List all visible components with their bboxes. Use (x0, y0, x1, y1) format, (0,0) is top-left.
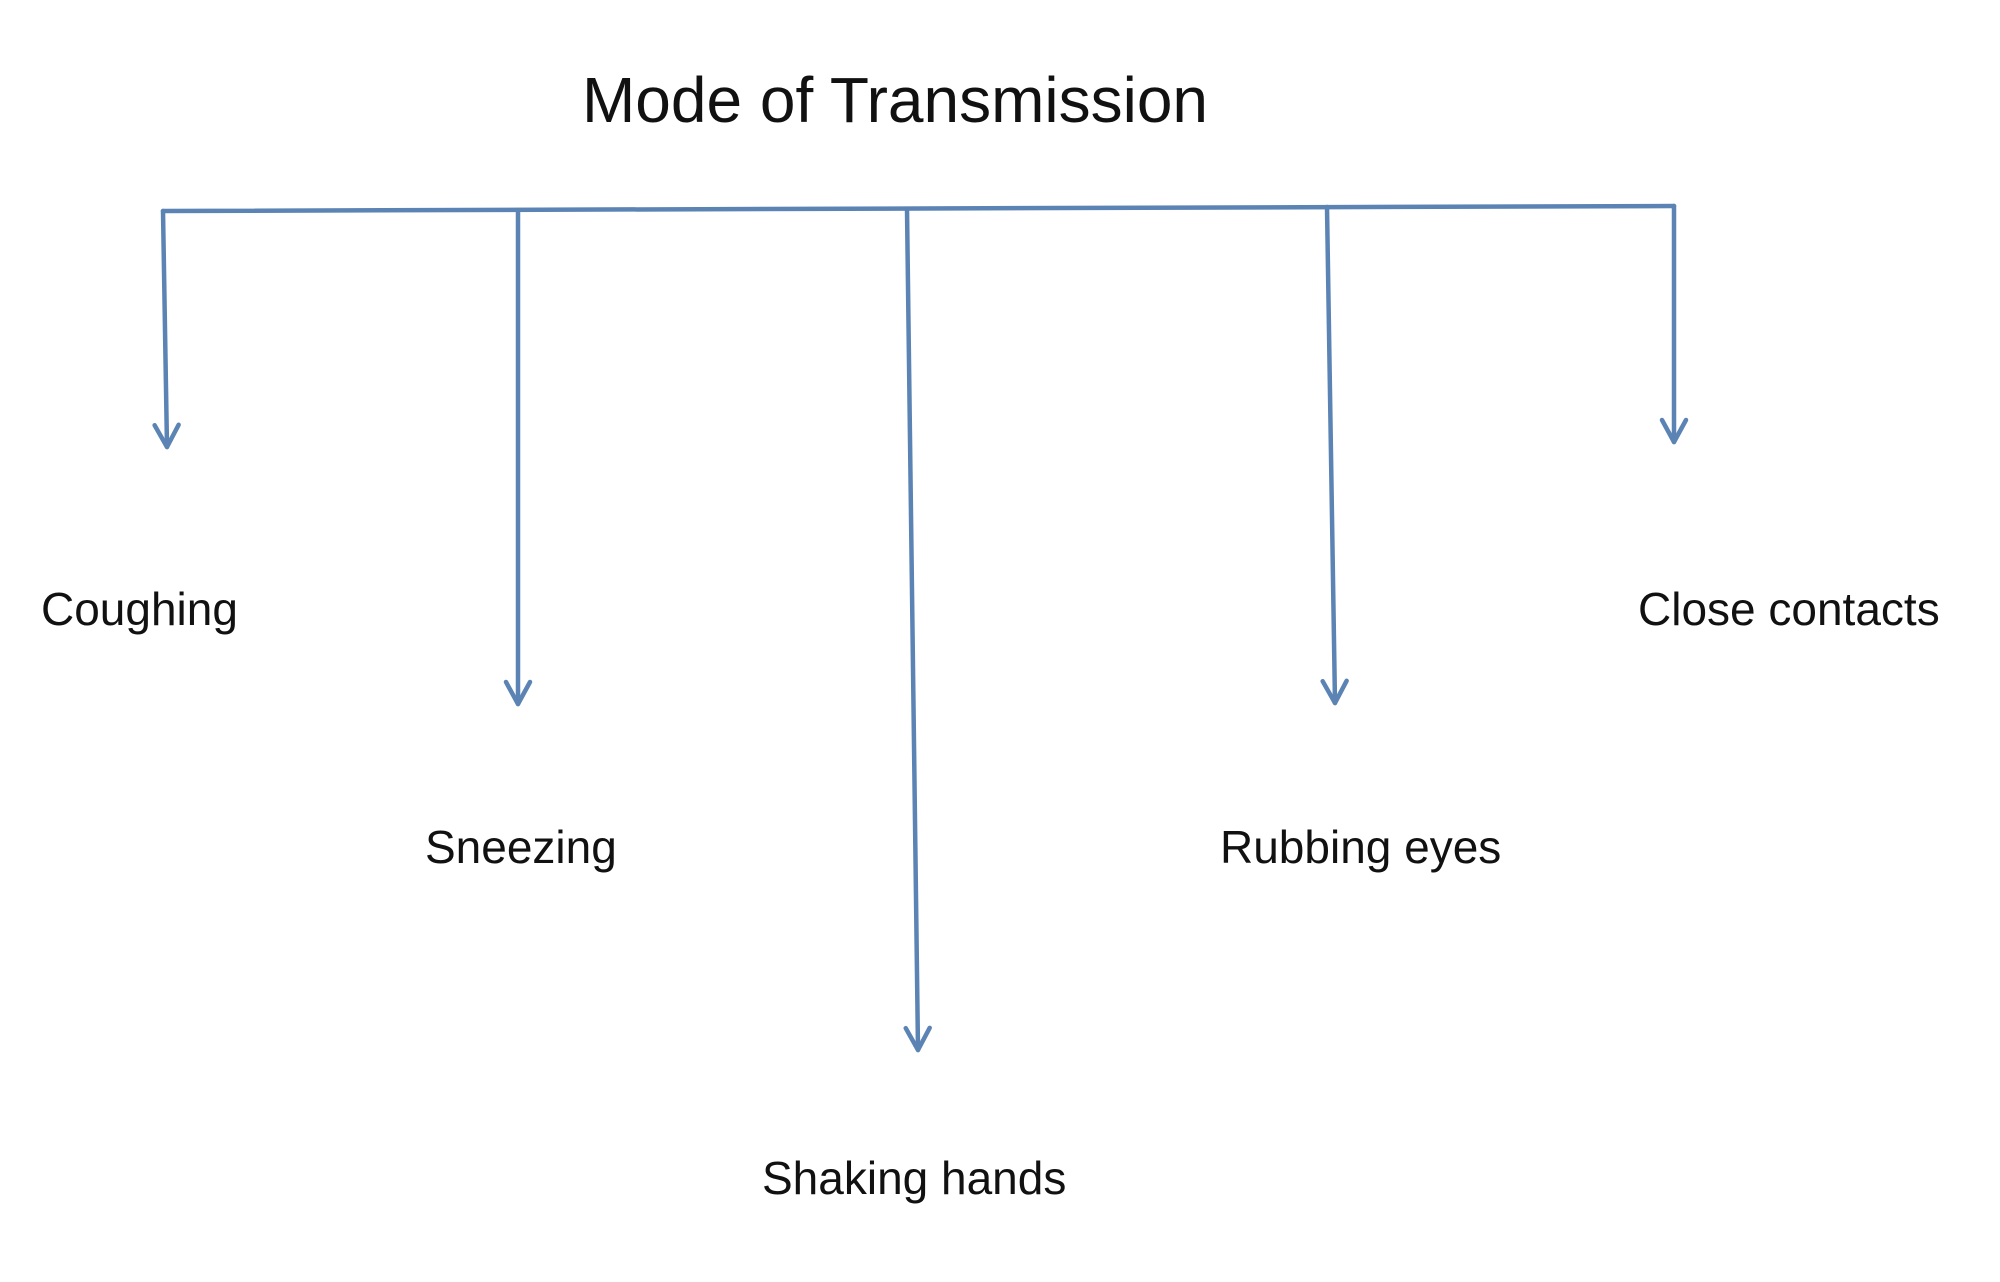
node-label-sneezing: Sneezing (425, 821, 617, 873)
arrow-head-close-contacts (1659, 417, 1689, 445)
node-label-close-contacts: Close contacts (1638, 583, 1940, 635)
node-label-rubbing-eyes: Rubbing eyes (1220, 821, 1502, 873)
top-bar-line (160, 203, 1677, 214)
arrow-shaft-coughing (160, 208, 170, 450)
arrow-head-rubbing-eyes (1320, 678, 1349, 706)
node-label-shaking-hands: Shaking hands (762, 1152, 1067, 1204)
node-label-coughing: Coughing (41, 583, 238, 635)
diagram-title: Mode of Transmission (581, 64, 1209, 136)
arrow-shaft-shaking-hands (904, 206, 921, 1053)
arrow-head-coughing (152, 422, 181, 450)
arrow-head-sneezing (503, 679, 533, 707)
arrow-shaft-rubbing-eyes (1324, 204, 1338, 706)
arrow-head-shaking-hands (903, 1025, 932, 1053)
